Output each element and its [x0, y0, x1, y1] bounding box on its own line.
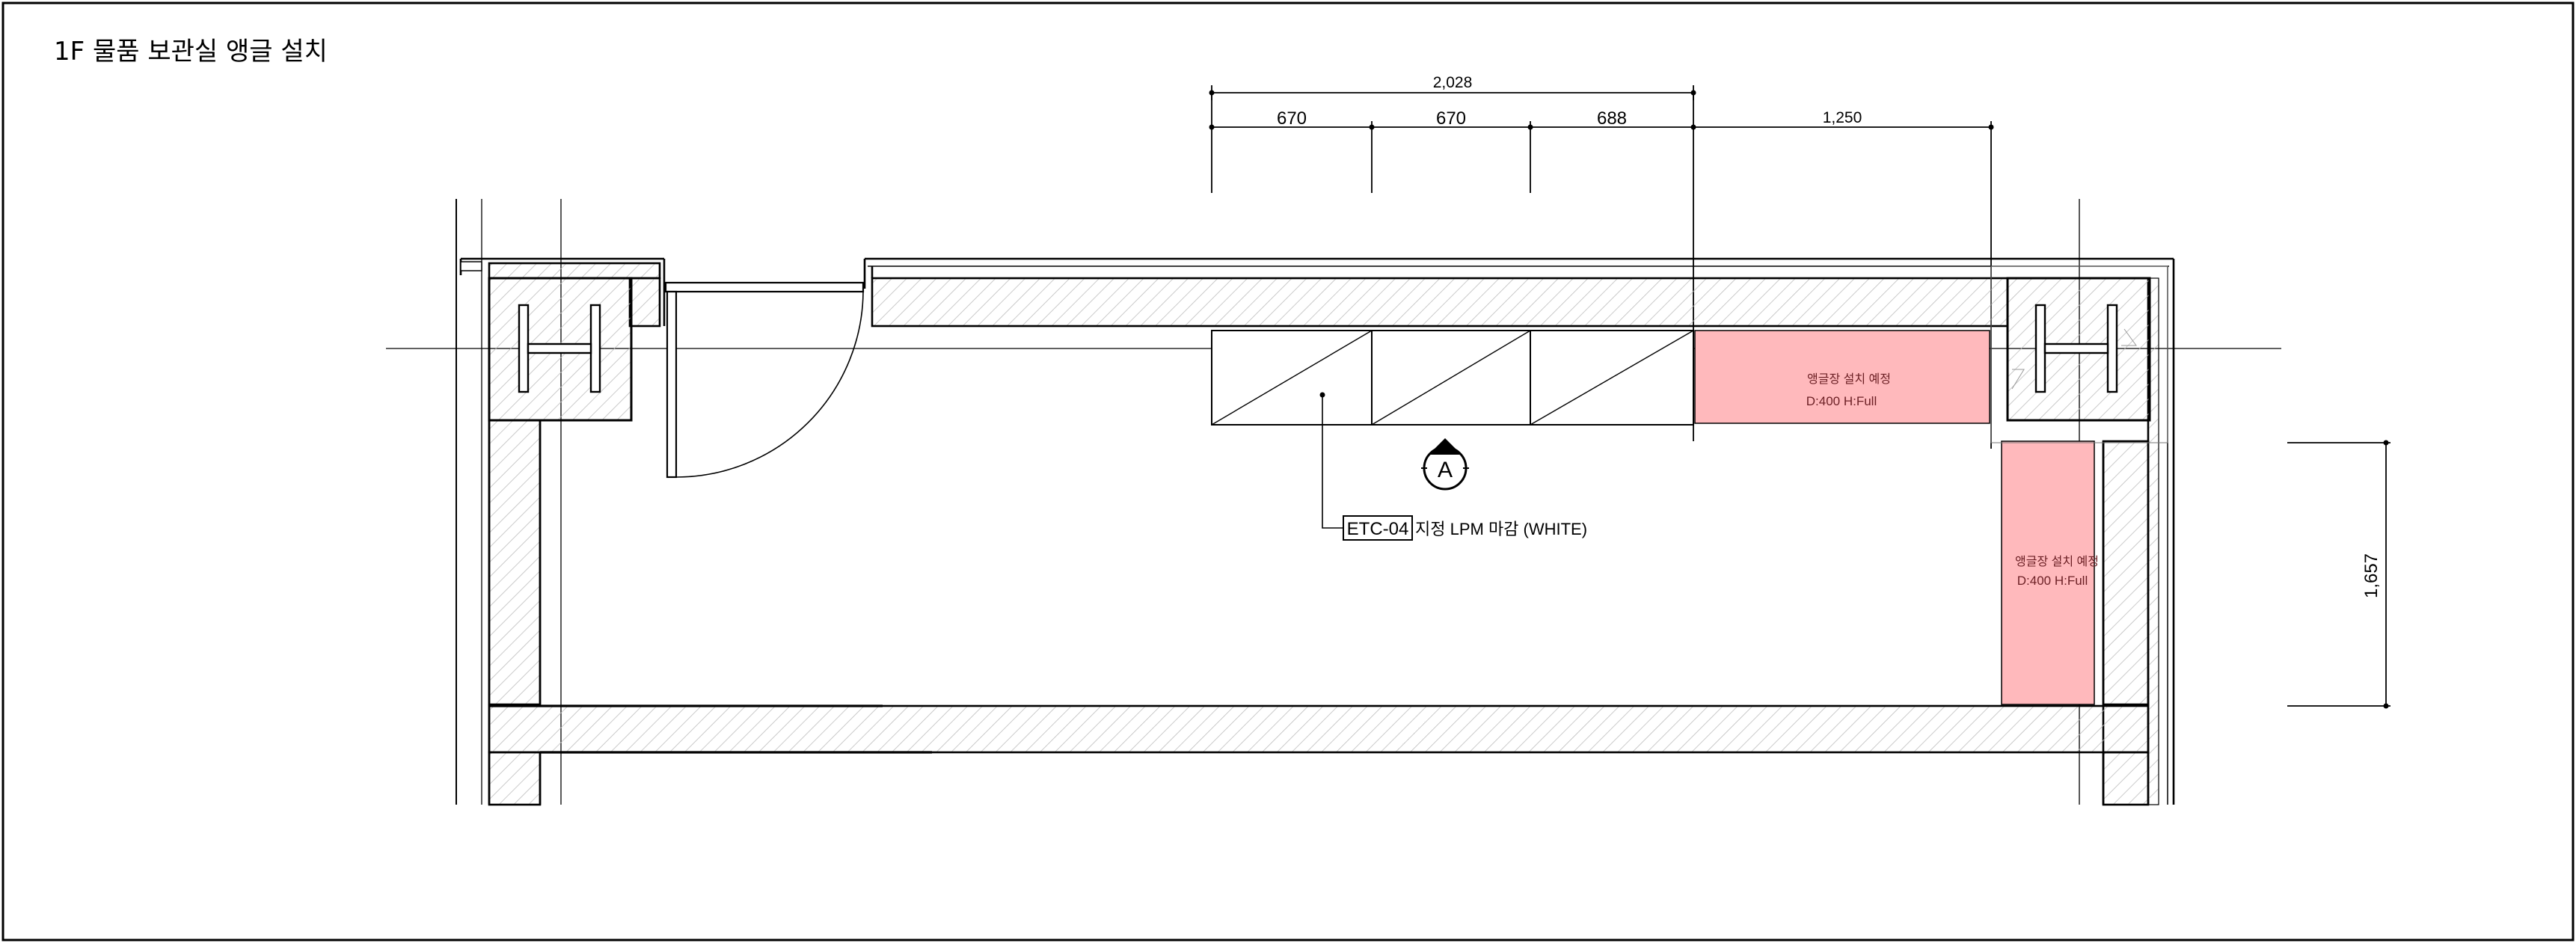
section-marker-letter: A: [1438, 458, 1453, 482]
cabinet-row: [1211, 330, 1694, 426]
dimension-seg-3: 688: [1597, 108, 1627, 129]
shelf-top-label: 앵글장 설치 예정: [1807, 372, 1891, 386]
column-right: [2006, 277, 2151, 422]
dimension-total-top: 2,028: [1433, 74, 1473, 91]
shelf-top-spec: D:400 H:Full: [1806, 394, 1877, 408]
drawing-title: 1F 물품 보관실 앵글 설치: [54, 37, 328, 67]
column-left: [488, 277, 633, 422]
shelf-right-area: 앵글장 설치 예정 D:400 H:Full: [2001, 440, 2099, 705]
shelf-right-spec: D:400 H:Full: [2017, 574, 2088, 588]
callout-code: ETC-04: [1347, 519, 1409, 539]
callout-leader-dot: [1319, 392, 1325, 398]
shelf-top-area: 앵글장 설치 예정 D:400 H:Full: [1694, 330, 1990, 424]
callout-code-box: [1343, 515, 1413, 541]
dimension-seg-2: 670: [1436, 108, 1466, 129]
section-marker: A: [1421, 438, 1469, 491]
dimension-seg-4: 1,250: [1823, 109, 1862, 126]
dimension-ticks-right: [2383, 440, 2389, 709]
dimension-seg-1: 670: [1277, 108, 1307, 129]
column-right-outline: [1990, 265, 2168, 443]
door: [664, 281, 865, 479]
wall-top: [863, 257, 2174, 328]
shelf-right-label: 앵글장 설치 예정: [2015, 555, 2099, 568]
callout-text: 지정 LPM 마감 (WHITE): [1415, 520, 1587, 538]
callout-leader: [1322, 395, 1343, 529]
dimension-ticks-top: [1209, 90, 1994, 130]
dimension-lines-right: [2287, 442, 2391, 707]
wall-bottom: [488, 704, 2150, 754]
dimension-side-right: 1,657: [2361, 553, 2382, 598]
